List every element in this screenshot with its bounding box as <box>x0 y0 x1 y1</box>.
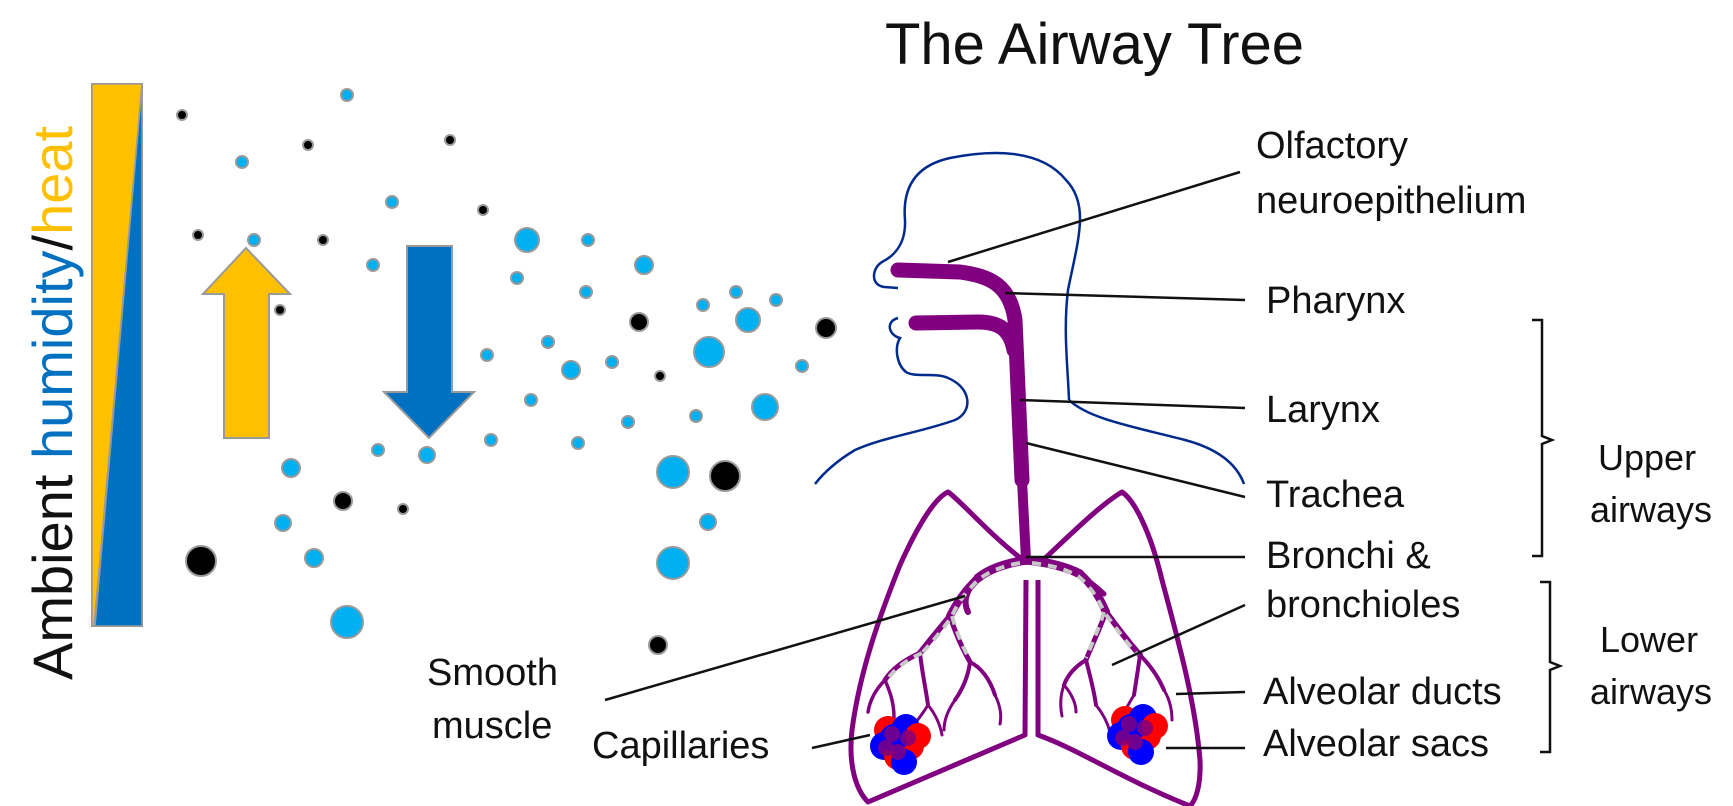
light-droplet <box>752 394 778 420</box>
capillary-cluster <box>1107 704 1168 765</box>
alveolus <box>884 726 900 742</box>
light-droplet <box>386 196 398 208</box>
label-lower-airways-line2: airways <box>1590 671 1712 712</box>
light-droplet <box>694 337 724 367</box>
label-capillaries: Capillaries <box>592 725 769 767</box>
humidity-heat-gradient-icon <box>92 84 142 626</box>
label-larynx: Larynx <box>1266 389 1380 431</box>
dark-droplet <box>334 492 352 510</box>
light-droplet <box>248 234 260 246</box>
leader-lines <box>605 172 1245 748</box>
dark-droplet <box>275 305 285 315</box>
light-droplet <box>372 444 384 456</box>
light-droplet <box>485 434 497 446</box>
light-droplet <box>305 549 323 567</box>
dark-droplet <box>318 235 328 245</box>
light-droplet <box>341 89 353 101</box>
dark-droplet <box>398 504 408 514</box>
label-pharynx: Pharynx <box>1266 280 1405 322</box>
light-droplet <box>606 356 618 368</box>
light-droplet <box>481 349 493 361</box>
head-outline <box>815 153 1244 484</box>
dark-droplet <box>649 636 667 654</box>
light-droplet <box>770 294 782 306</box>
light-droplet <box>331 606 363 638</box>
alveolus <box>1137 720 1153 736</box>
light-droplet <box>562 361 580 379</box>
label-alveolar-sacs: Alveolar sacs <box>1263 723 1489 765</box>
up-arrow-icon <box>203 248 290 438</box>
label-bronchi-line2: bronchioles <box>1266 584 1460 626</box>
label-smooth-muscle-line2: muscle <box>432 705 552 747</box>
label-lower-airways-line1: Lower <box>1600 619 1698 660</box>
light-droplet <box>511 272 523 284</box>
page-title: The Airway Tree <box>885 12 1304 77</box>
alveolus <box>1115 730 1131 746</box>
light-droplet <box>236 156 248 168</box>
dark-droplet <box>478 205 488 215</box>
label-trachea: Trachea <box>1266 474 1405 516</box>
droplet-field <box>177 89 836 654</box>
alveolus <box>900 730 916 746</box>
dark-droplet <box>445 135 455 145</box>
label-smooth-muscle-line1: Smooth <box>427 652 558 694</box>
light-droplet <box>736 308 760 332</box>
light-droplet <box>282 459 300 477</box>
dark-droplet <box>193 230 203 240</box>
light-droplet <box>622 416 634 428</box>
dark-droplet <box>177 110 187 120</box>
label-upper-airways-line1: Upper <box>1598 437 1696 478</box>
label-bronchi-line1: Bronchi & <box>1266 535 1431 577</box>
light-droplet <box>275 515 291 531</box>
light-droplet <box>690 410 702 422</box>
light-droplet <box>542 336 554 348</box>
light-droplet <box>515 228 539 252</box>
light-droplet <box>700 514 716 530</box>
light-droplet <box>697 299 709 311</box>
light-droplet <box>730 286 742 298</box>
label-alveolar-ducts: Alveolar ducts <box>1263 671 1502 713</box>
light-droplet <box>572 437 584 449</box>
light-droplet <box>525 394 537 406</box>
light-droplet <box>582 234 594 246</box>
light-droplet <box>635 256 653 274</box>
light-droplet <box>657 456 689 488</box>
ambient-humidity-heat-label: Ambient humidity/heat <box>21 125 84 680</box>
dark-droplet <box>630 313 648 331</box>
label-upper-airways-line2: airways <box>1590 489 1712 530</box>
down-arrow-icon <box>384 246 474 438</box>
dark-droplet <box>710 461 740 491</box>
dark-droplet <box>186 546 216 576</box>
alveolus <box>878 740 894 756</box>
label-olfactory-line1: Olfactory <box>1256 125 1408 167</box>
label-olfactory-line2: neuroepithelium <box>1256 180 1526 222</box>
upper-airways-brace <box>1532 320 1552 556</box>
lower-airways-brace <box>1540 582 1560 752</box>
light-droplet <box>796 360 808 372</box>
dark-droplet <box>816 318 836 338</box>
dark-droplet <box>655 371 665 381</box>
alveolus <box>1121 716 1137 732</box>
light-droplet <box>657 547 689 579</box>
light-droplet <box>580 286 592 298</box>
capillary-cluster <box>870 714 931 775</box>
light-droplet <box>419 447 435 463</box>
airway-tree <box>868 270 1172 740</box>
dark-droplet <box>303 140 313 150</box>
light-droplet <box>367 259 379 271</box>
